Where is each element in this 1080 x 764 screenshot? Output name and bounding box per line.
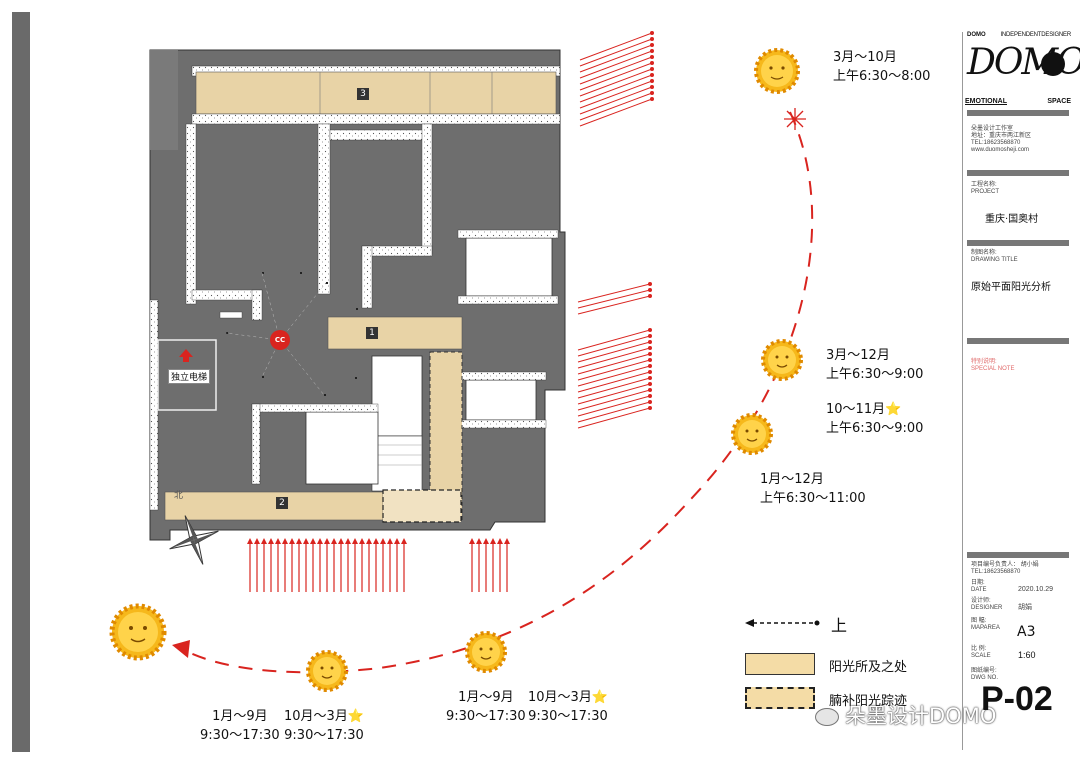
rule-1: [967, 170, 1069, 176]
logo-top-left: DOMO: [967, 32, 986, 38]
sun-label-s4: 1月～12月 上午6:30～11:00: [760, 472, 866, 506]
sunrise-star-icon: [784, 108, 806, 130]
sun-ray-arrows-mid2: [577, 329, 651, 429]
watermark: 朵墨设计DOMO: [815, 700, 996, 730]
compass-north-label: 北: [174, 491, 184, 501]
compass-rose-icon: [169, 515, 219, 565]
logo-word-right: SPACE: [1047, 98, 1071, 105]
legend: 上 阳光所及之处 腩补阳光踪迹: [745, 612, 945, 712]
project-name: 重庆·国奥村: [985, 214, 1039, 225]
sun-label-s7: 1月～9月 9:30～17:30: [200, 709, 280, 743]
sun-icon-large: [109, 603, 167, 661]
sun-icon-s5: [465, 631, 507, 673]
sun-ray-arrows-mid1: [577, 283, 651, 315]
sun-icon-s2: [761, 339, 803, 381]
date-value: 2020.10.29: [1018, 586, 1054, 593]
title-block: DOMO INDEPENDENTDESIGNER DOMO EMOTIONAL …: [962, 32, 1080, 750]
legend-sunlit-swatch: [745, 653, 815, 675]
legend-supplement-swatch: [745, 687, 815, 709]
sun-icon-s7: [306, 650, 348, 692]
drawing-label: 制图名称: DRAWING TITLE: [971, 250, 1018, 263]
designer-label: 设计师: DESIGNER: [971, 598, 1003, 611]
sun-label-s3: 10～11月⭐ 上午6:30～9:00: [826, 402, 924, 436]
sun-ray-arrows-bottom-a: [249, 542, 405, 592]
room-white-center: [371, 355, 423, 437]
rule-2: [967, 240, 1069, 246]
logo-top-row: DOMO INDEPENDENTDESIGNER: [967, 32, 1071, 38]
sun-label-s2: 3月～12月 上午6:30～9:00: [826, 348, 924, 382]
rule-3: [967, 338, 1069, 344]
sun-ray-arrows-top: [579, 32, 653, 127]
legend-arrow-icon: [745, 619, 820, 627]
room-white-bath: [305, 411, 379, 485]
watermark-wechat-icon: [815, 708, 839, 726]
left-margin-bar: [12, 12, 30, 752]
manager-info: 项目编号负责人： 胡小娟 TEL:18623568870: [971, 562, 1039, 575]
sun-label-s1: 3月～10月 上午6:30～8:00: [833, 50, 931, 84]
center-point-label: CC: [274, 336, 286, 344]
scale-value: 1:60: [1018, 650, 1036, 660]
elevator-arrow-icon: [179, 349, 193, 357]
sun-path-arc: [179, 111, 814, 674]
logo-rule: [967, 110, 1069, 116]
scale-label: 比 例: SCALE: [971, 646, 991, 659]
logo-ink-blot-icon: [1041, 52, 1065, 76]
legend-supplement-label: 腩补阳光踪迹: [829, 694, 908, 709]
sun-ray-arrows-bottom-b: [471, 542, 508, 592]
logo-word-left: EMOTIONAL: [965, 98, 1007, 105]
date-label: 日期: DATE: [971, 580, 987, 593]
sun-label-s6: 10月～3月⭐ 9:30～17:30: [528, 690, 608, 724]
rule-4: [967, 552, 1069, 558]
sun-label-s8: 10月～3月⭐ 9:30～17:30: [284, 709, 364, 743]
room-white-ne: [465, 237, 553, 297]
room-tag-1: 1: [366, 327, 378, 339]
room-white-e: [465, 379, 537, 421]
center-point-icon: CC: [270, 330, 290, 350]
logo-bottom-row: EMOTIONAL SPACE: [965, 98, 1071, 105]
room-tag-2: 2: [276, 497, 288, 509]
map-value: A3: [1017, 624, 1036, 640]
designer-value: 胡娟: [1018, 604, 1032, 611]
sun-icon-s3: [731, 413, 773, 455]
sun-path-arrowhead-icon: [172, 640, 190, 658]
map-label: 图 幅: MAPAREA: [971, 618, 1000, 631]
dwg-value: P-02: [981, 680, 1053, 718]
studio-info: 朵墨设计工作室 地址：重庆市两江新区 TEL:18623568870 www.d…: [971, 126, 1032, 153]
sun-label-s5: 1月～9月 9:30～17:30: [446, 690, 526, 724]
watermark-text: 朵墨设计DOMO: [845, 704, 997, 728]
sunlit-zone-2: [164, 491, 384, 521]
legend-sunlit-label: 阳光所及之处: [829, 660, 908, 675]
dwg-label: 图纸编号: DWG NO.: [971, 668, 998, 681]
elevator-arrow-stem: [183, 357, 189, 362]
room-tag-3: 3: [357, 88, 369, 100]
drawing-title: 原始平面阳光分析: [971, 282, 1051, 293]
legend-arrow-label: 上: [831, 616, 848, 635]
elevator-label: 独立电梯: [168, 369, 211, 384]
logo-top-right: INDEPENDENTDESIGNER: [1000, 32, 1071, 38]
sun-icon-s1: [754, 48, 800, 94]
note-label: 特别说明: SPECIAL NOTE: [971, 359, 1015, 372]
sunlit-zone-1: [327, 316, 463, 350]
project-label: 工程名称: PROJECT: [971, 182, 1000, 195]
supplement-zone: [382, 489, 462, 523]
